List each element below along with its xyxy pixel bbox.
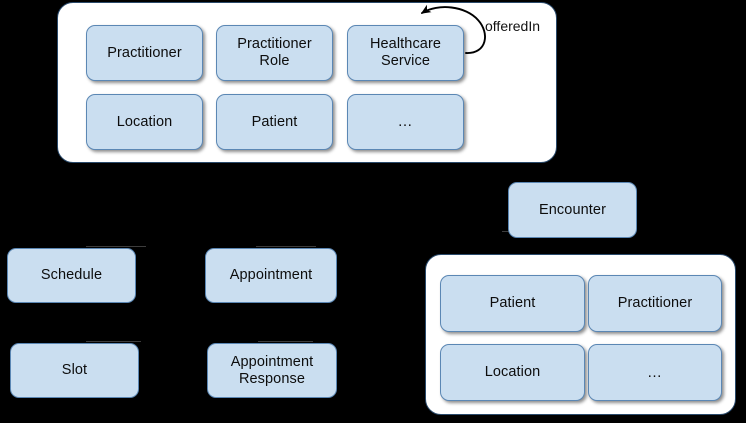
node-label: Patient (251, 113, 298, 130)
node-label: Practitioner Role (237, 36, 312, 69)
node-label: Appointment (229, 267, 313, 284)
node-healthcare-service[interactable]: Healthcare Service (347, 25, 464, 81)
node-practitioner-role[interactable]: Practitioner Role (216, 25, 333, 81)
node-label: Patient (489, 295, 536, 312)
node-label: Schedule (40, 267, 103, 284)
node-label: Practitioner (107, 44, 182, 61)
node-appointment[interactable]: Appointment (205, 248, 337, 303)
node-patient-encounter[interactable]: Patient (440, 275, 585, 332)
node-encounter[interactable]: Encounter (508, 182, 637, 238)
node-label: … (397, 113, 414, 131)
node-label: Appointment Response (230, 353, 314, 387)
node-label: Location (116, 113, 173, 130)
node-label: Practitioner (617, 295, 693, 312)
node-slot[interactable]: Slot (10, 343, 139, 398)
node-label: Encounter (539, 201, 606, 218)
node-practitioner-top[interactable]: Practitioner (86, 25, 203, 81)
node-label: Slot (61, 362, 88, 379)
node-location-top[interactable]: Location (86, 94, 203, 150)
stub-line-appointment (256, 246, 316, 247)
node-more-top[interactable]: … (347, 94, 464, 150)
node-practitioner-encounter[interactable]: Practitioner (588, 275, 722, 332)
node-label: Healthcare Service (369, 36, 442, 69)
node-label: … (647, 363, 663, 381)
node-appointment-response[interactable]: Appointment Response (207, 343, 337, 398)
node-more-encounter[interactable]: … (588, 344, 722, 401)
stub-line-slot (86, 341, 141, 342)
stub-line-schedule (86, 246, 146, 247)
node-patient-top[interactable]: Patient (216, 94, 333, 150)
node-location-encounter[interactable]: Location (440, 344, 585, 401)
node-label: Location (484, 364, 541, 381)
stub-line-appointment-response (258, 341, 313, 342)
edge-label-offeredin: offeredIn (485, 18, 541, 34)
node-schedule[interactable]: Schedule (7, 248, 136, 303)
